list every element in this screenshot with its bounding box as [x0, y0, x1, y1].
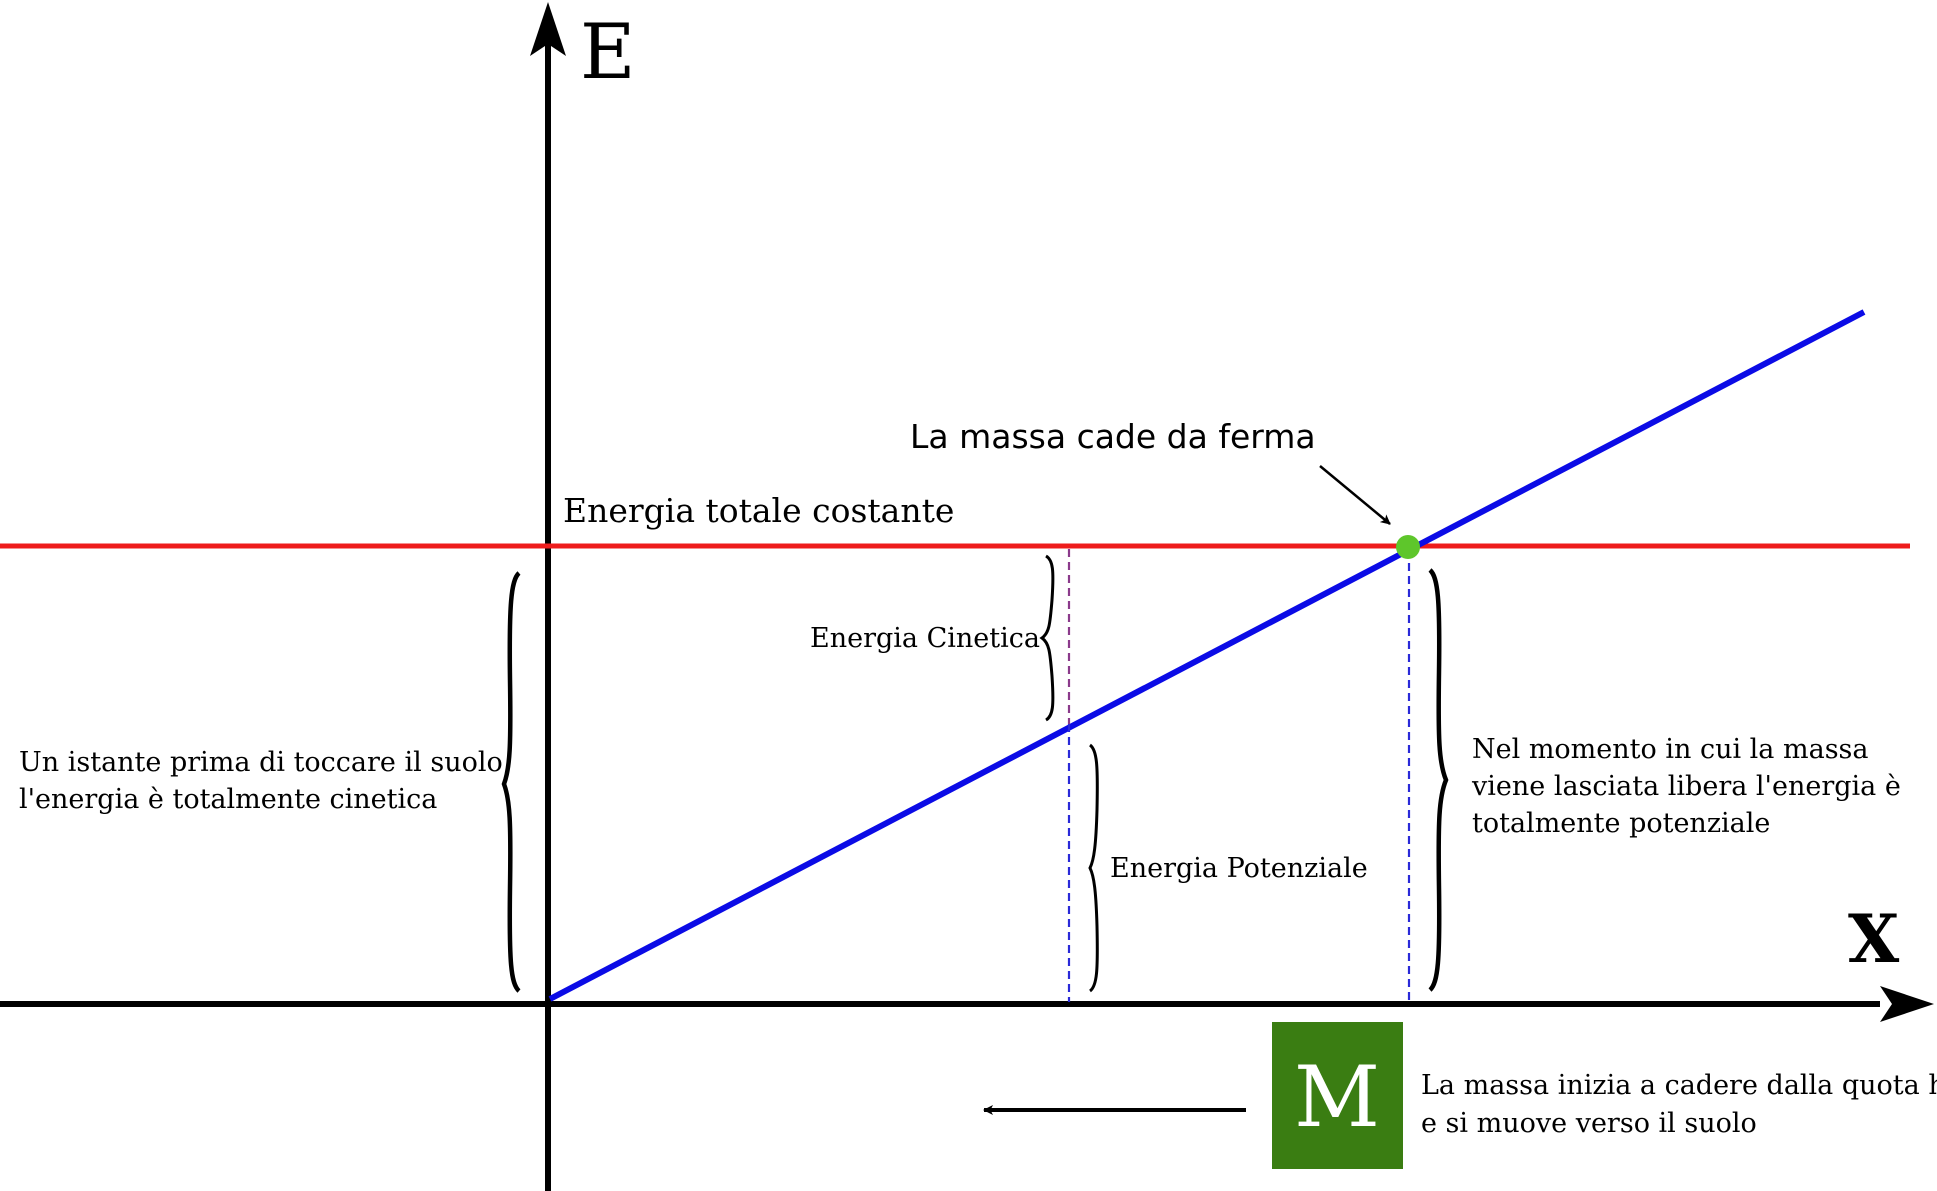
potential-energy-line: [548, 309, 1866, 1002]
left-brace: [501, 571, 521, 993]
y-axis-label: E: [580, 7, 635, 96]
potential-brace: [1088, 743, 1099, 993]
bottom-note-line-1: La massa inizia a cadere dalla quota h: [1421, 1070, 1937, 1101]
x-axis-arrowhead: [1880, 986, 1934, 1022]
right-note-line-2: viene lasciata libera l'energia è: [1471, 771, 1901, 802]
bottom-note-line-2: e si muove verso il suolo: [1421, 1108, 1757, 1139]
mass-starts-pointer: [1319, 465, 1391, 525]
right-brace: [1428, 568, 1449, 992]
left-note-line-1: Un istante prima di toccare il suolo: [19, 747, 503, 778]
y-axis-arrowhead: [530, 2, 566, 56]
start-point: [1396, 535, 1420, 559]
total-energy-label: Energia totale costante: [563, 491, 954, 530]
mass-box: [1272, 1022, 1403, 1169]
kinetic-label: Energia Cinetica: [810, 623, 1040, 654]
left-note-line-2: l'energia è totalmente cinetica: [19, 784, 437, 815]
potential-label: Energia Potenziale: [1110, 853, 1368, 884]
right-note-line-1: Nel momento in cui la massa: [1472, 734, 1869, 765]
x-axis-label: X: [1848, 900, 1900, 978]
mass-starts-label: La massa cade da ferma: [910, 417, 1316, 456]
mass-letter: M: [1294, 1048, 1380, 1146]
kinetic-brace: [1039, 554, 1055, 722]
right-note-line-3: totalmente potenziale: [1472, 808, 1770, 839]
